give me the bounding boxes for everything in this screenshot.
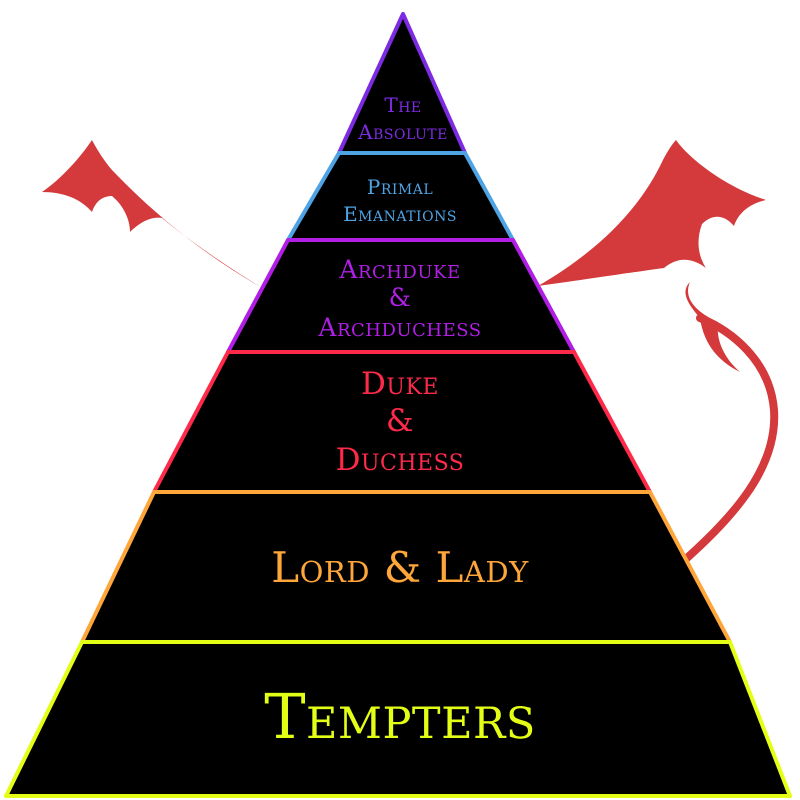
tail-icon <box>674 314 779 570</box>
right-wing-icon <box>538 140 766 286</box>
tier-tempters <box>4 640 792 798</box>
label-archduke-line-2: & <box>389 283 412 312</box>
label-archduke-line-3: Archduchess <box>317 313 481 342</box>
label-the-absolute-line-1: The <box>384 93 421 117</box>
devil-decorations <box>42 140 779 570</box>
label-duke-line-1: Duke <box>361 366 439 402</box>
label-the-absolute-line-2: Absolute <box>357 120 448 144</box>
label-duke-line-2: & <box>386 403 414 439</box>
label-duke-line-3: Duchess <box>336 442 465 478</box>
label-primal-emanations-line-1: Primal <box>367 175 433 199</box>
label-primal-emanations-line-2: Emanations <box>343 202 457 226</box>
pyramid <box>4 12 792 798</box>
left-wing-icon <box>42 140 262 288</box>
tail-tip-icon <box>685 282 740 372</box>
label-archduke-line-1: Archduke <box>338 255 460 284</box>
label-lord-lady: Lord & Lady <box>271 543 529 592</box>
label-tempters: Tempters <box>264 680 536 753</box>
tier-labels: The Absolute Primal Emanations Archduke … <box>264 93 536 753</box>
